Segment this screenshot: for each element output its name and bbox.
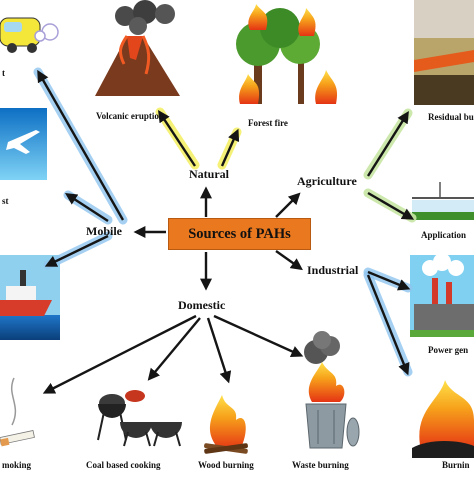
- arrow-to-vehicle: [37, 69, 125, 221]
- arrow-to-residual: [366, 110, 409, 177]
- industrial-burning-image: [412, 380, 474, 458]
- category-domestic: Domestic: [178, 298, 226, 312]
- arrow-to-smoking: [42, 314, 197, 394]
- arrow-to-ship: [44, 234, 109, 267]
- arrow-to-burning: [366, 274, 410, 376]
- center-label: Sources of PAHs: [188, 225, 291, 242]
- arrow-to-application: [367, 191, 415, 220]
- spray-image: [412, 182, 474, 220]
- arrow-to-waste: [213, 314, 304, 357]
- source-waste-burning: Waste burning: [292, 460, 349, 470]
- category-mobile: Mobile: [86, 224, 122, 238]
- arrow-to-wood: [206, 317, 232, 384]
- arrow-to-coal: [147, 317, 201, 381]
- vehicle-image: [0, 17, 59, 53]
- power-plant-image: [410, 253, 474, 337]
- ship-image: [0, 255, 60, 340]
- forest-fire-image: [236, 4, 338, 104]
- source-burning: Burnin: [442, 460, 470, 470]
- center-node: Sources of PAHs: [168, 218, 311, 250]
- residual-burning-image: [414, 0, 474, 105]
- category-agriculture: Agriculture: [297, 174, 357, 188]
- source-power-generation: Power gen: [428, 345, 469, 355]
- source-residual-burning: Residual bu: [428, 112, 474, 122]
- waste-fire-image: [304, 331, 360, 449]
- volcano-image: [95, 0, 180, 96]
- source-application: Application: [421, 230, 467, 240]
- arrow-layer: [37, 69, 415, 394]
- category-natural: Natural: [189, 167, 229, 181]
- arrow-to-volcanic: [158, 109, 197, 167]
- source-forest-fire: Forest fire: [248, 118, 288, 128]
- cigarette-image: [0, 377, 35, 447]
- source-wood-burning: Wood burning: [198, 460, 254, 470]
- aircraft-image: [0, 108, 47, 180]
- arrow-to-power: [367, 270, 411, 291]
- source-coal-cooking: Coal based cooking: [86, 460, 161, 470]
- category-industrial: Industrial: [307, 263, 359, 277]
- source-smoking: moking: [2, 460, 32, 470]
- wood-fire-image: [204, 395, 248, 454]
- source-aircraft: st: [2, 196, 9, 206]
- arrow-to-industrial: [275, 250, 303, 271]
- arrow-to-agriculture: [275, 192, 301, 218]
- grill-image: [97, 390, 182, 447]
- source-vehicle: t: [2, 68, 5, 78]
- source-volcanic-eruption: Volcanic eruption: [96, 111, 164, 121]
- arrow-to-forest-fire: [220, 128, 240, 167]
- arrow-to-aircraft: [64, 193, 109, 223]
